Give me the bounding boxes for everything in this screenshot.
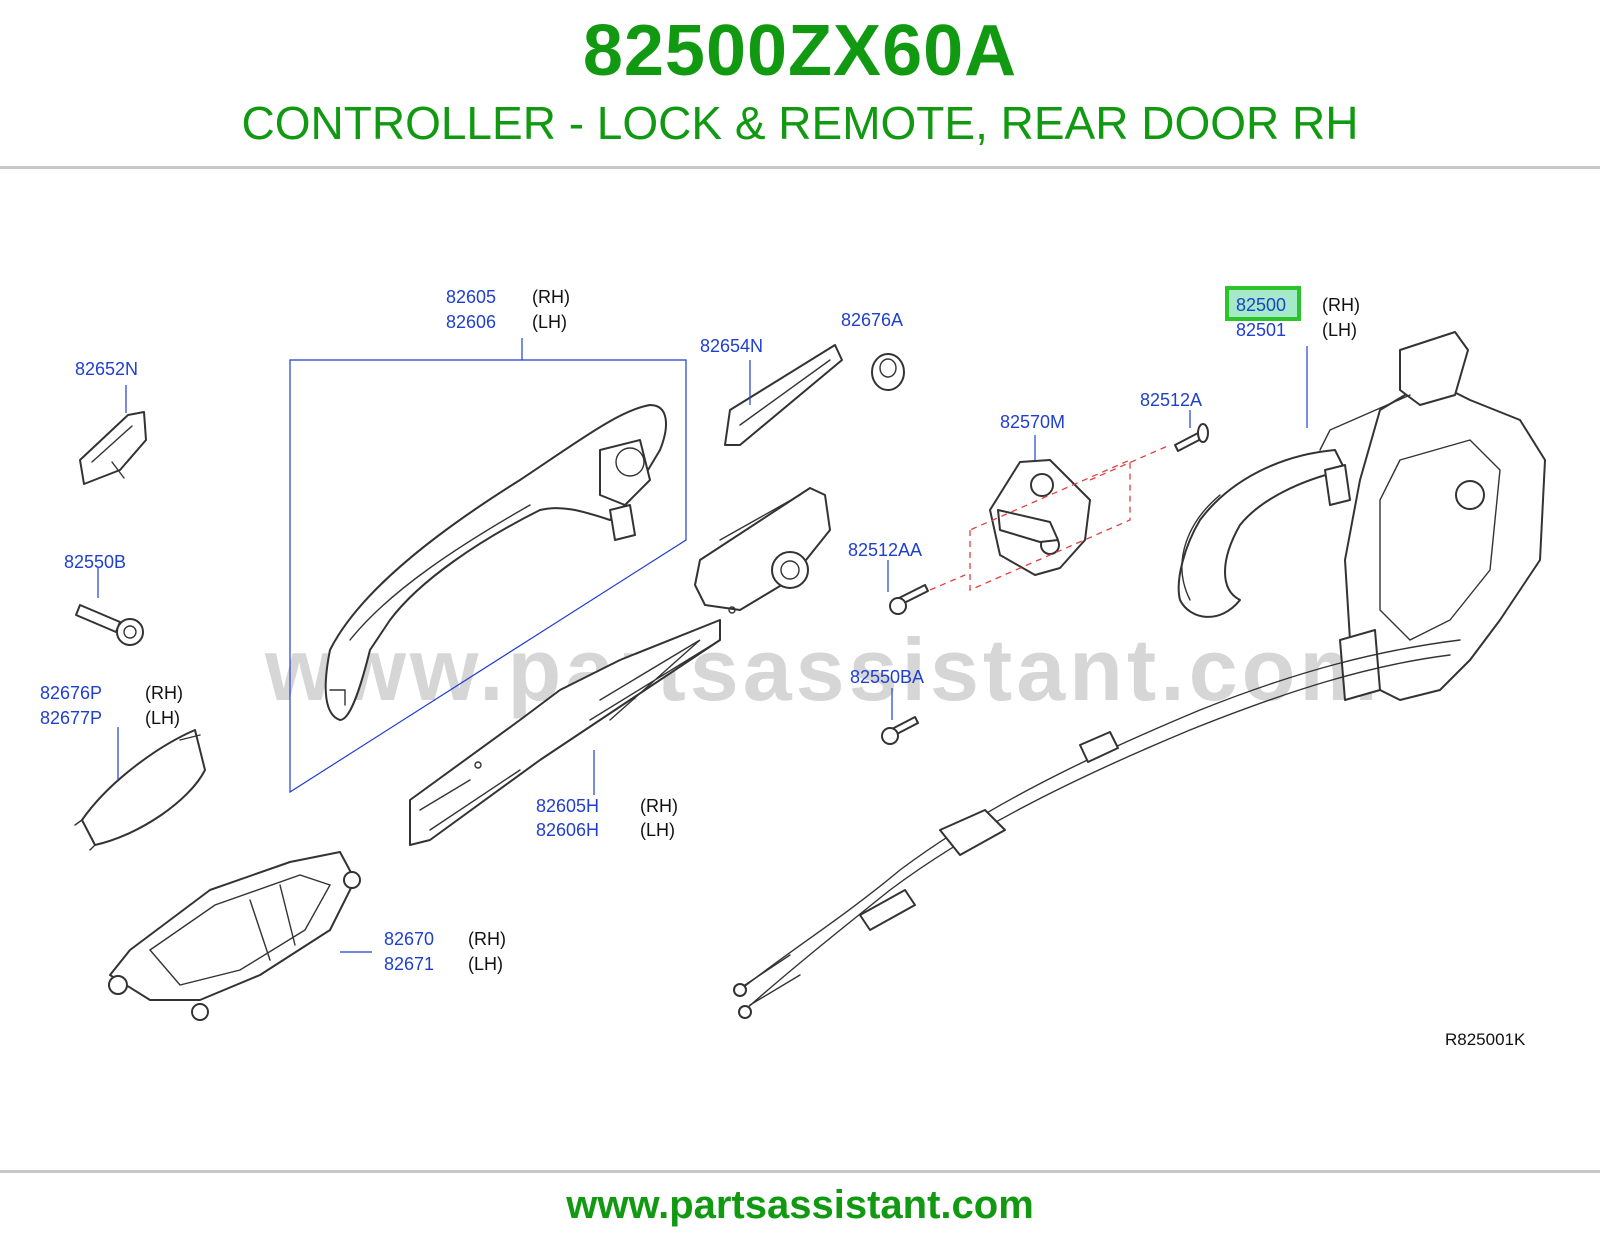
highlight-82500[interactable] bbox=[1225, 286, 1301, 321]
label-82550BA[interactable]: 82550BA bbox=[850, 667, 924, 687]
handle-bracket-box bbox=[289, 359, 687, 794]
label-82676P[interactable]: 82676P bbox=[40, 683, 102, 703]
label-82605[interactable]: 82605 bbox=[446, 287, 496, 307]
label-82570M[interactable]: 82570M bbox=[1000, 412, 1065, 432]
label-82677P[interactable]: 82677P bbox=[40, 708, 102, 728]
part-82676A-grommet[interactable] bbox=[871, 353, 905, 391]
label-82512A[interactable]: 82512A bbox=[1140, 390, 1202, 410]
side-lh-label: (LH) bbox=[532, 312, 567, 332]
footer-url[interactable]: www.partsassistant.com bbox=[566, 1183, 1034, 1227]
side-rh-label: (RH) bbox=[640, 796, 678, 816]
label-82606[interactable]: 82606 bbox=[446, 312, 496, 332]
part-82500-lock-controller[interactable] bbox=[1177, 331, 1546, 701]
diagram-reference-code: R825001K bbox=[1445, 1030, 1526, 1049]
header-divider bbox=[0, 166, 1600, 169]
side-lh-label: (LH) bbox=[1322, 320, 1357, 340]
side-lh-label: (LH) bbox=[145, 708, 180, 728]
label-82606H[interactable]: 82606H bbox=[536, 820, 599, 840]
side-rh-label: (RH) bbox=[145, 683, 183, 703]
part-82500-cables[interactable] bbox=[733, 639, 1461, 1019]
footer-divider bbox=[0, 1170, 1600, 1173]
part-82550B-bolt[interactable] bbox=[75, 604, 144, 646]
part-82652N-cover[interactable] bbox=[79, 411, 147, 485]
label-82671[interactable]: 82671 bbox=[384, 954, 434, 974]
side-lh-label: (LH) bbox=[640, 820, 675, 840]
label-82500[interactable]: 82500 bbox=[1236, 295, 1286, 315]
side-rh-label: (RH) bbox=[1322, 295, 1360, 315]
label-82605H[interactable]: 82605H bbox=[536, 796, 599, 816]
label-82654N[interactable]: 82654N bbox=[700, 336, 763, 356]
label-82670[interactable]: 82670 bbox=[384, 929, 434, 949]
side-rh-label: (RH) bbox=[468, 929, 506, 949]
part-82654N-pad[interactable] bbox=[724, 344, 843, 446]
part-82512A-screw[interactable] bbox=[1174, 423, 1209, 452]
side-rh-label: (RH) bbox=[532, 287, 570, 307]
label-82501[interactable]: 82501 bbox=[1236, 320, 1286, 340]
label-82550B[interactable]: 82550B bbox=[64, 552, 126, 572]
part-82605-outside-handle[interactable] bbox=[324, 404, 667, 721]
label-82512AA[interactable]: 82512AA bbox=[848, 540, 922, 560]
label-82652N[interactable]: 82652N bbox=[75, 359, 138, 379]
side-lh-label: (LH) bbox=[468, 954, 503, 974]
part-number-title: 82500ZX60A bbox=[582, 11, 1018, 91]
part-82676P-escutcheon[interactable] bbox=[74, 729, 206, 851]
part-82605H-bracket[interactable] bbox=[409, 487, 831, 846]
part-82550BA-bolt[interactable] bbox=[881, 716, 919, 745]
part-description: CONTROLLER - LOCK & REMOTE, REAR DOOR RH bbox=[241, 97, 1359, 149]
part-82512AA-screw[interactable] bbox=[889, 584, 929, 615]
label-82676A[interactable]: 82676A bbox=[841, 310, 903, 330]
watermark: www.partsassistant.com bbox=[264, 620, 1382, 719]
part-82570M-striker[interactable] bbox=[989, 459, 1091, 576]
part-82670-inside-handle[interactable] bbox=[108, 851, 361, 1021]
